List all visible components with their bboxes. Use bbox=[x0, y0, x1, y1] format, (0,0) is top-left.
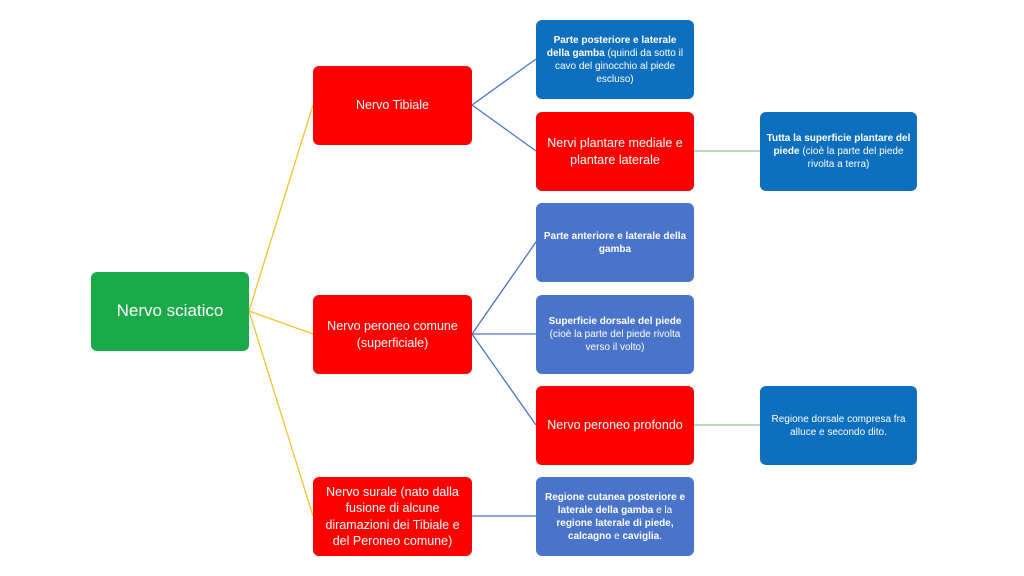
leaf-surale-end: . bbox=[659, 530, 662, 542]
connector-peroneo-anteriore bbox=[471, 241, 537, 335]
leaf-plantare-rest: (cioè la parte del piede rivolta a terra… bbox=[799, 146, 904, 170]
leaf-surale-bold3: caviglia bbox=[622, 530, 660, 542]
branch-peroneo-label: Nervo peroneo comune (superficiale) bbox=[327, 319, 458, 350]
leaf-node-peroneo-profondo: Nervo peroneo profondo bbox=[536, 386, 694, 465]
leaf-posteriore-rest: (quindi da sotto il cavo del ginocchio a… bbox=[554, 47, 684, 85]
leaf-regione-dorsale-label: Regione dorsale compresa fra alluce e se… bbox=[771, 413, 906, 438]
connector-tibiale-plantari bbox=[471, 104, 537, 152]
leaf-posteriore-bold: Parte posteriore e laterale della gamba bbox=[546, 34, 677, 59]
branch-tibiale-label: Nervo Tibiale bbox=[356, 98, 429, 113]
leaf-anteriore-bold: Parte anteriore e laterale della gamba bbox=[543, 230, 687, 255]
branch-node-peroneo-comune: Nervo peroneo comune (superficiale) bbox=[313, 295, 472, 374]
connector-root-peroneo bbox=[248, 310, 314, 335]
root-node-nervo-sciatico: Nervo sciatico bbox=[91, 272, 249, 351]
leaf-surale-bold1: Regione cutanea posteriore e laterale de… bbox=[544, 491, 686, 516]
connector-tibiale-posteriore bbox=[471, 58, 537, 106]
leaf-node-plantari: Nervi plantare mediale e plantare latera… bbox=[536, 112, 694, 191]
connector-peroneo-profondo bbox=[471, 333, 537, 426]
leaf-surale-bold2: regione laterale di piede, calcagno bbox=[556, 517, 674, 542]
leaf-surale-mid: e la bbox=[653, 504, 673, 516]
leaf-node-anteriore-gamba: Parte anteriore e laterale della gamba bbox=[536, 203, 694, 282]
leaf-node-regione-dorsale: Regione dorsale compresa fra alluce e se… bbox=[760, 386, 917, 465]
branch-node-surale: Nervo surale (nato dalla fusione di alcu… bbox=[313, 477, 472, 556]
leaf-dorsale-bold: Superficie dorsale del piede bbox=[548, 316, 682, 327]
leaf-profondo-label: Nervo peroneo profondo bbox=[547, 418, 683, 433]
connector-root-surale bbox=[248, 310, 314, 517]
leaf-node-dorsale-piede: Superficie dorsale del piede (cioè la pa… bbox=[536, 295, 694, 374]
leaf-plantari-label: Nervi plantare mediale e plantare latera… bbox=[547, 136, 683, 167]
branch-surale-label: Nervo surale (nato dalla fusione di alcu… bbox=[325, 485, 460, 548]
leaf-plantare-bold: Tutta la superficie plantare del piede bbox=[766, 133, 911, 157]
root-label: Nervo sciatico bbox=[116, 301, 224, 321]
leaf-node-tibiale-posteriore: Parte posteriore e laterale della gamba … bbox=[536, 20, 694, 99]
leaf-dorsale-rest: (cioè la parte del piede rivolta verso i… bbox=[549, 329, 681, 353]
leaf-node-surale-regione: Regione cutanea posteriore e laterale de… bbox=[536, 477, 694, 556]
branch-node-tibiale: Nervo Tibiale bbox=[313, 66, 472, 145]
leaf-node-superficie-plantare: Tutta la superficie plantare del piede (… bbox=[760, 112, 917, 191]
connector-root-tibiale bbox=[248, 104, 314, 312]
leaf-surale-mid2: e bbox=[611, 530, 623, 542]
